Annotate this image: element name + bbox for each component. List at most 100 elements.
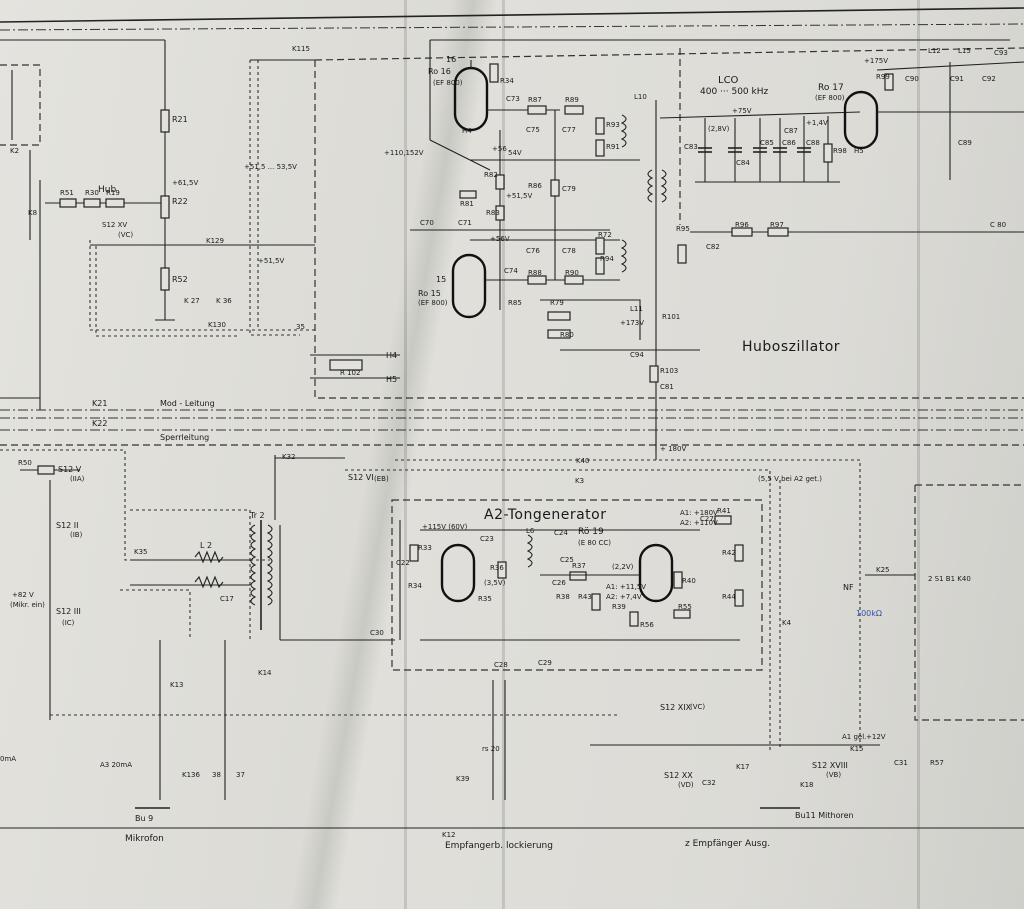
r34-resistor (489, 63, 499, 83)
l2-inductor-2 (194, 575, 224, 589)
r22-resistor (160, 195, 170, 219)
r19-label: R19 (106, 189, 120, 197)
k136-label: K136 (182, 771, 200, 779)
ro17-type: (EF 800) (815, 94, 845, 102)
r50-label: R50 (18, 459, 32, 467)
l15-label: L15 (958, 47, 971, 55)
v175-label: +175V (864, 57, 889, 65)
k35-label: K35 (134, 548, 148, 556)
sperr-line-label: Sperrleitung (160, 433, 210, 442)
c84-label: C84 (736, 159, 750, 167)
c75-label: C75 (526, 126, 540, 134)
lco-range: 400 ··· 500 kHz (700, 87, 769, 97)
k129-dashed-loop (89, 240, 315, 331)
v180a-label: A1: +180V (680, 509, 718, 517)
coil-l10b (620, 239, 627, 273)
k17-label: K17 (736, 763, 750, 771)
tr2-label: Tr 2 (250, 511, 265, 520)
huboszillator-frame (314, 47, 1024, 399)
v180-label: + 180V (660, 445, 687, 453)
v515-535-label: +51,5 ... 53,5V (244, 163, 297, 171)
h5-label: H5 (854, 147, 864, 155)
ro19-tube-a (440, 543, 476, 603)
s12xviii-sub: (VB) (826, 771, 842, 779)
c28-label: C28 (494, 661, 508, 669)
c82-label: C82 (706, 243, 720, 251)
k22-label: K22 (92, 419, 108, 428)
r86-label: R86 (528, 182, 542, 190)
k18-label: K18 (800, 781, 814, 789)
l2-label: L 2 (200, 541, 213, 550)
r81-label: R81 (460, 200, 474, 208)
r80-label: R80 (560, 331, 574, 339)
s12iii-sub: (IC) (62, 619, 75, 627)
section-huboszillator: Huboszillator (742, 339, 841, 355)
b-plus-wire (429, 139, 491, 171)
c30-label: C30 (370, 629, 384, 637)
ro16-type: (EF 800) (433, 79, 463, 87)
k36-label: K 36 (216, 297, 232, 305)
c78-label: C78 (562, 247, 576, 255)
r94-resistor (595, 257, 605, 275)
a3-label: A3 20mA (100, 761, 132, 769)
r94-label: R94 (600, 255, 614, 263)
ro16-label: Ro 16 (428, 67, 451, 76)
r97-resistor (767, 227, 789, 237)
tr2-secondary (266, 524, 273, 606)
r87-label: R87 (528, 96, 542, 104)
ro15-type: (EF 800) (418, 299, 448, 307)
s12xv-label: S12 XV (102, 221, 128, 229)
v12-label: +12V (866, 733, 886, 741)
r83-resistor (495, 205, 505, 221)
r89-label: R89 (565, 96, 579, 104)
v54-label: 54V (508, 149, 522, 157)
v35-label: (3,5V) (484, 579, 506, 587)
k4-label: K4 (782, 619, 792, 627)
tr-dashed (130, 509, 251, 640)
c22-label: C22 (396, 559, 410, 567)
r21-resistor (160, 109, 170, 133)
c91-label: C91 (950, 75, 964, 83)
r103-label: R103 (660, 367, 679, 375)
nf-label: NF (843, 583, 854, 592)
k37-label: 37 (236, 771, 245, 779)
v75-label: +75V (732, 107, 752, 115)
c76-label: C76 (526, 247, 540, 255)
ro15-label: Ro 15 (418, 289, 441, 298)
top-dashdot-rail (0, 23, 1024, 31)
r89-resistor (564, 105, 584, 115)
r30-resistor (83, 198, 101, 208)
v55-label: (5,5 V bei A2 get.) (758, 475, 822, 483)
r42-label: R42 (722, 549, 736, 557)
r93-resistor (595, 117, 605, 135)
r87-resistor (527, 105, 547, 115)
v56b-label: +56V (490, 235, 510, 243)
v110a-label: A2: +110V (680, 519, 718, 527)
c23-label: C23 (480, 535, 494, 543)
c26-label: C26 (552, 579, 566, 587)
k40-dashed (395, 459, 861, 750)
coil-l10a (620, 114, 627, 148)
s12xviii-label: S12 XVIII (812, 761, 848, 770)
h4-label: H4 (462, 127, 472, 135)
k27-label: K 27 (184, 297, 200, 305)
s12v-sub: (IIA) (70, 475, 85, 483)
lco-rail (659, 111, 861, 119)
paper-fold (502, 0, 505, 909)
s12ii-label: S12 II (56, 521, 79, 530)
s12xv-sub: (VC) (118, 231, 134, 239)
r37-label: R37 (572, 562, 586, 570)
s12xx-sub: (VD) (678, 781, 694, 789)
r83-label: R83 (486, 209, 500, 217)
r91-resistor (595, 139, 605, 157)
r42-resistor (734, 544, 744, 562)
s12vi-label: S12 VI (348, 473, 374, 482)
r39-label: R39 (612, 603, 626, 611)
c31-label: C31 (894, 759, 908, 767)
v115b-label: A1: +11,5V (606, 583, 647, 591)
r30-label: R30 (85, 189, 99, 197)
r81-resistor (459, 190, 477, 199)
s12v-label: S12 V (58, 465, 82, 474)
